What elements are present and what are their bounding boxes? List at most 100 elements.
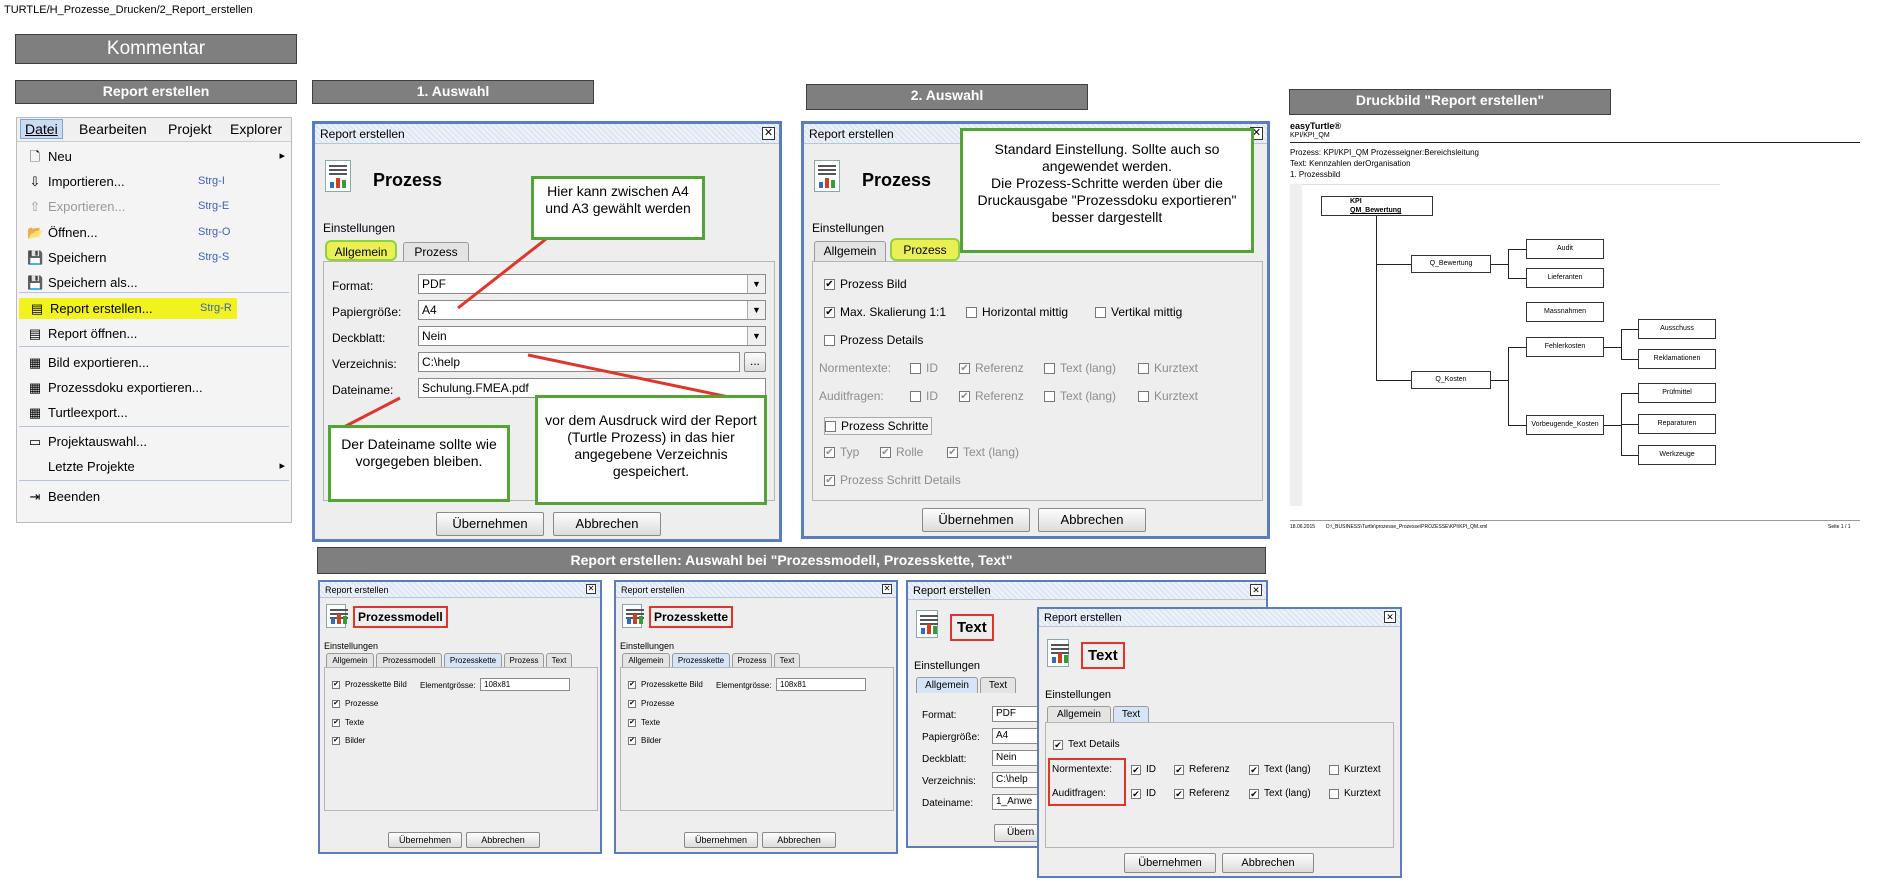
tab-prozess[interactable]: Prozess <box>504 653 544 667</box>
rolle-checkbox[interactable]: ✔Rolle <box>880 445 924 459</box>
tab-prozess[interactable]: Prozess <box>732 653 772 667</box>
normen-id-checkbox[interactable]: ✔ID <box>1131 764 1156 775</box>
chevron-down-icon[interactable]: ▼ <box>747 275 765 293</box>
tab-allgemein[interactable]: Allgemein <box>325 240 397 261</box>
header-report-erstellen: Report erstellen <box>15 80 297 104</box>
normen-ref-checkbox[interactable]: ✔Referenz <box>1174 764 1230 775</box>
normen-text-checkbox[interactable]: Text (lang) <box>1044 361 1116 375</box>
ok-button[interactable]: Übernehmen <box>922 508 1030 532</box>
ok-button[interactable]: Übernehmen <box>388 832 462 848</box>
menubar-bearbeiten[interactable]: Bearbeiten <box>79 121 147 137</box>
audit-text-checkbox[interactable]: Text (lang) <box>1044 389 1116 403</box>
menu-item-neu[interactable]: 🗋Neu▸ <box>17 146 291 167</box>
audit-id-checkbox[interactable]: ID <box>910 389 938 403</box>
prozesse-checkbox[interactable]: ✔Prozesse <box>628 699 675 708</box>
menu-item-speichern-als[interactable]: 💾Speichern als... <box>17 272 291 293</box>
menu-item-prozessdoku-exportieren[interactable]: ▦Prozessdoku exportieren... <box>17 377 291 398</box>
menu-item-report-öffnen[interactable]: ▤Report öffnen... <box>17 323 291 344</box>
tab-allgemein[interactable]: Allgemein <box>622 653 670 667</box>
report-icon <box>325 160 351 192</box>
menu-item-letzte-projekte[interactable]: Letzte Projekte▸ <box>17 456 291 477</box>
browse-button[interactable]: ... <box>744 352 766 372</box>
tab-prozess[interactable]: Prozess <box>403 242 469 261</box>
druck-foot-path: D:\_BUSINESS\Turtle\prozesse_Prozesse\PR… <box>1326 524 1488 530</box>
cancel-button[interactable]: Abbrechen <box>1038 508 1146 532</box>
tab-text[interactable]: Text <box>546 653 572 667</box>
audit-ref-checkbox[interactable]: ✔Referenz <box>959 389 1024 403</box>
verzeichnis-input[interactable]: C:\help <box>418 352 740 372</box>
kette-bild-checkbox[interactable]: ✔Prozesskette Bild <box>628 680 703 689</box>
menubar-datei[interactable]: Datei <box>20 119 63 139</box>
cancel-button[interactable]: Abbrechen <box>553 512 661 536</box>
menu-item-beenden[interactable]: ⇥Beenden <box>17 486 291 507</box>
schritt-details-checkbox[interactable]: ✔Prozess Schritt Details <box>824 473 961 487</box>
normen-kurz-checkbox[interactable]: Kurztext <box>1329 764 1381 775</box>
ok-button[interactable]: Übernehmen <box>1124 853 1216 873</box>
menu-item-importieren[interactable]: ⇩Importieren...Strg-I <box>17 171 291 192</box>
audit-text-checkbox[interactable]: ✔Text (lang) <box>1249 788 1311 799</box>
tab-prozessmodell[interactable]: Prozessmodell <box>376 653 442 667</box>
audit-id-checkbox[interactable]: ✔ID <box>1131 788 1156 799</box>
normen-text-checkbox[interactable]: ✔Text (lang) <box>1249 764 1311 775</box>
menu-item-exportieren[interactable]: ⇧Exportieren...Strg-E <box>17 196 291 217</box>
dateiname-input[interactable]: Schulung.FMEA.pdf <box>418 378 766 398</box>
menu-item-turtleexport[interactable]: ▦Turtleexport... <box>17 402 291 423</box>
close-icon[interactable]: ✕ <box>1384 611 1396 623</box>
audit-kurz-checkbox[interactable]: Kurztext <box>1138 389 1198 403</box>
tab-allgemein[interactable]: Allgemein <box>1047 706 1111 722</box>
chevron-down-icon[interactable]: ▼ <box>747 301 765 319</box>
text-details-checkbox[interactable]: ✔Text Details <box>1053 739 1120 750</box>
vertikal-checkbox[interactable]: Vertikal mittig <box>1095 305 1182 319</box>
normen-kurz-checkbox[interactable]: Kurztext <box>1138 361 1198 375</box>
tab-text[interactable]: Text <box>774 653 800 667</box>
elementgroesse-input[interactable]: 108x81 <box>776 678 866 691</box>
close-icon[interactable]: ✕ <box>882 584 892 594</box>
prozess-bild-checkbox[interactable]: ✔Prozess Bild <box>824 277 907 291</box>
menubar-explorer[interactable]: Explorer <box>230 121 283 137</box>
ok-button[interactable]: Übernehmen <box>684 832 758 848</box>
menubar-projekt[interactable]: Projekt <box>168 121 212 137</box>
menu-item-öffnen[interactable]: 📂Öffnen...Strg-O <box>17 222 291 243</box>
horizontal-checkbox[interactable]: Horizontal mittig <box>966 305 1068 319</box>
normen-ref-checkbox[interactable]: ✔Referenz <box>959 361 1024 375</box>
bilder-checkbox[interactable]: ✔Bilder <box>628 736 662 745</box>
menu-item-projektauswahl[interactable]: ▭Projektauswahl... <box>17 431 291 452</box>
tab-allgemein[interactable]: Allgemein <box>916 677 978 693</box>
texte-checkbox[interactable]: ✔Texte <box>332 718 365 727</box>
cancel-button[interactable]: Abbrechen <box>1222 853 1314 873</box>
prozess-details-checkbox[interactable]: Prozess Details <box>824 333 923 347</box>
prozess-schritte-checkbox[interactable]: Prozess Schritte <box>824 417 933 435</box>
elementgroesse-input[interactable]: 108x81 <box>480 678 570 691</box>
menu-item-report-erstellen[interactable]: ▤Report erstellen...Strg-R <box>19 298 237 319</box>
tab-text[interactable]: Text <box>1113 706 1149 722</box>
ok-button[interactable]: Übernehmen <box>436 512 544 536</box>
tab-prozesskette[interactable]: Prozesskette <box>444 653 502 667</box>
close-icon[interactable]: ✕ <box>762 127 775 140</box>
audit-ref-checkbox[interactable]: ✔Referenz <box>1174 788 1230 799</box>
tab-prozesskette[interactable]: Prozesskette <box>672 653 730 667</box>
dateiname-label: Dateiname: <box>922 798 974 809</box>
typ-checkbox[interactable]: ✔Typ <box>824 445 860 459</box>
skalierung-checkbox[interactable]: ✔Max. Skalierung 1:1 <box>824 305 947 319</box>
close-icon[interactable]: ✕ <box>586 584 596 594</box>
tab-allgemein[interactable]: Allgemein <box>814 241 886 261</box>
format-select[interactable]: PDF▼ <box>418 274 766 294</box>
close-icon[interactable]: ✕ <box>1250 584 1262 596</box>
schritt-text-checkbox[interactable]: ✔Text (lang) <box>947 445 1020 459</box>
bilder-checkbox[interactable]: ✔Bilder <box>332 736 366 745</box>
texte-checkbox[interactable]: ✔Texte <box>628 718 661 727</box>
cancel-button[interactable]: Abbrechen <box>762 832 836 848</box>
kette-bild-checkbox[interactable]: ✔Prozesskette Bild <box>332 680 407 689</box>
prozesse-checkbox[interactable]: ✔Prozesse <box>332 699 379 708</box>
papier-select[interactable]: A4▼ <box>418 300 766 320</box>
deckblatt-select[interactable]: Nein▼ <box>418 326 766 346</box>
normen-id-checkbox[interactable]: ID <box>910 361 938 375</box>
audit-kurz-checkbox[interactable]: Kurztext <box>1329 788 1381 799</box>
cancel-button[interactable]: Abbrechen <box>466 832 540 848</box>
chevron-down-icon[interactable]: ▼ <box>747 327 765 345</box>
menu-item-bild-exportieren[interactable]: ▦Bild exportieren... <box>17 352 291 373</box>
tab-text[interactable]: Text <box>980 677 1016 693</box>
tab-allgemein[interactable]: Allgemein <box>326 653 374 667</box>
tab-prozess[interactable]: Prozess <box>890 238 960 261</box>
